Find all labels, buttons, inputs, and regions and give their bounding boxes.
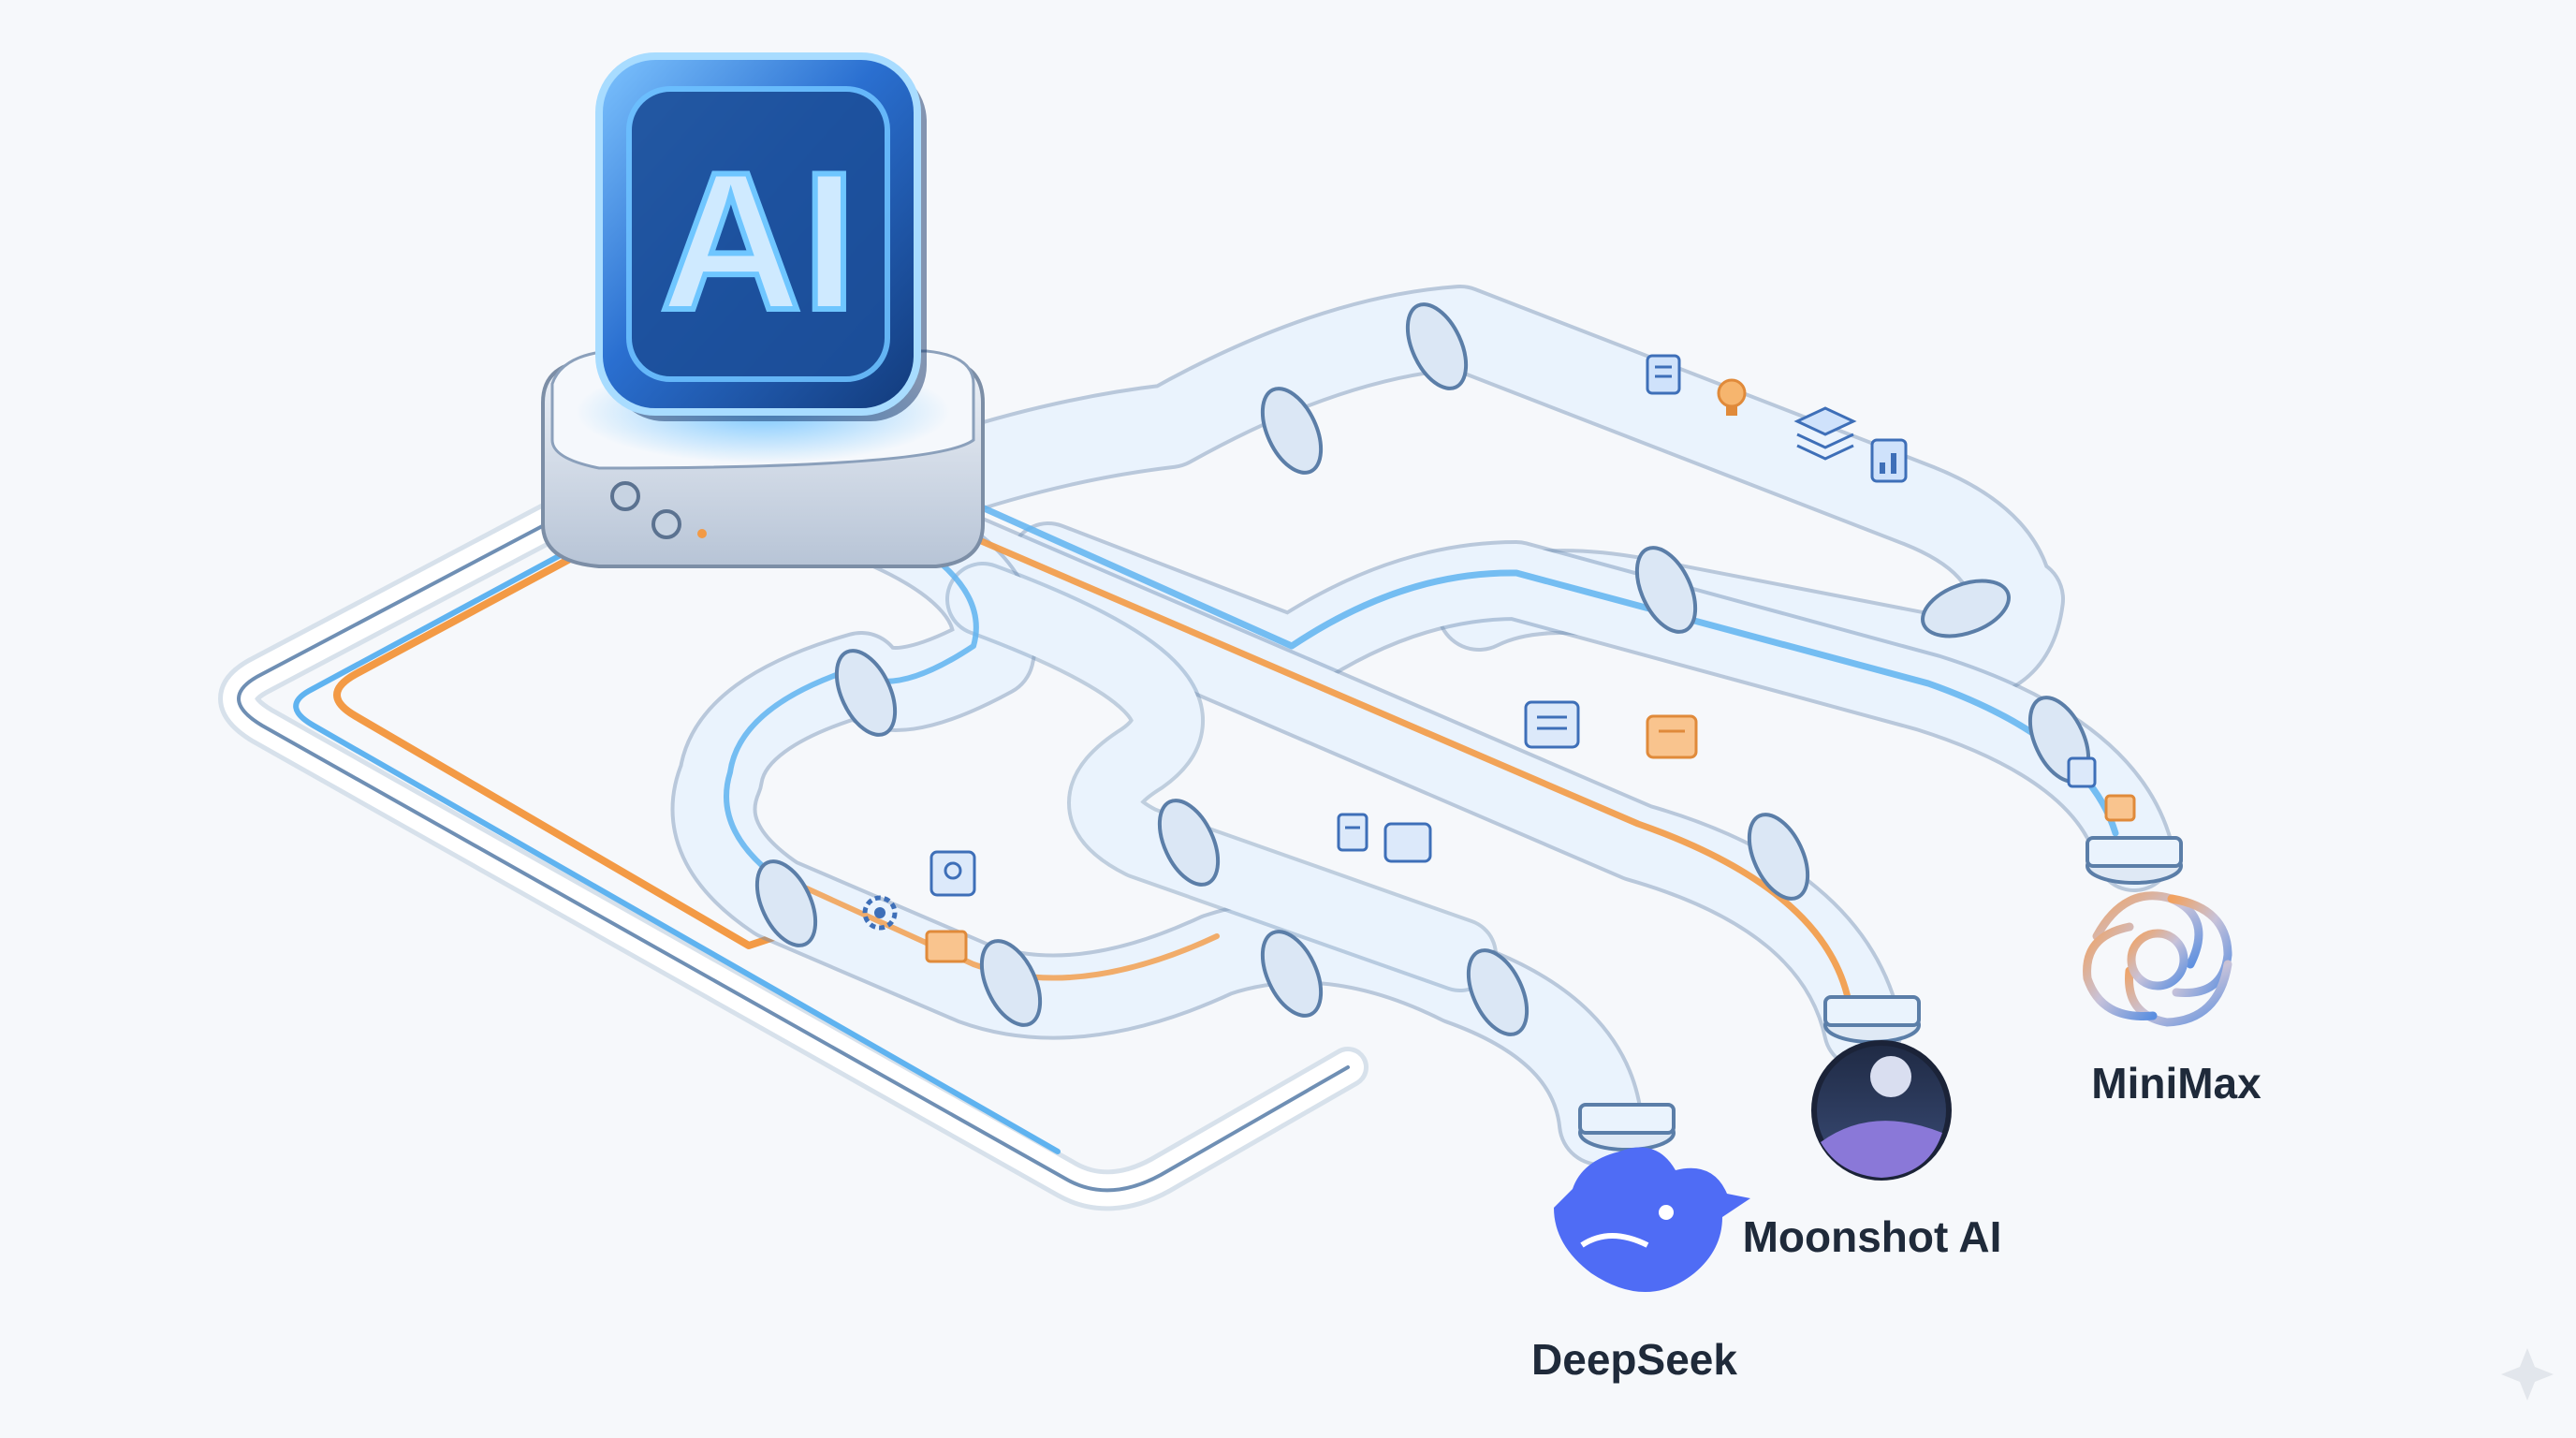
provider-deepseek: DeepSeek [1531, 1147, 1750, 1384]
provider-name: MiniMax [2091, 1059, 2261, 1108]
sparkle-icon [2501, 1348, 2554, 1401]
wire-loop [218, 476, 1368, 1211]
ai-hub: AI [541, 52, 985, 568]
message-orange-icon-2 [2104, 794, 2136, 822]
chart-document-icon [1870, 438, 1908, 483]
document-icon-2 [1337, 813, 1368, 852]
layers-icon [1793, 406, 1857, 461]
chat-bubble-orange-icon [1646, 714, 1698, 759]
gear-icon [862, 895, 898, 931]
pipe-network [670, 285, 2174, 1167]
chat-bubble-icon-2 [1383, 822, 1432, 863]
minimax-knot-icon [2083, 891, 2232, 1027]
provider-moonshot: Moonshot AI [1743, 1040, 2002, 1261]
document-icon [1646, 354, 1681, 395]
data-packets [862, 354, 2136, 963]
message-orange-icon [925, 930, 968, 963]
moonshot-moon-icon [1811, 1040, 1952, 1181]
idea-bubble-icon [929, 850, 976, 897]
ai-tile: AI [595, 52, 927, 421]
hub-label: AI [660, 131, 856, 351]
pipe-outlets [1578, 836, 2183, 1152]
provider-minimax: MiniMax [2083, 891, 2261, 1108]
provider-name: DeepSeek [1531, 1335, 1737, 1384]
provider-name: Moonshot AI [1743, 1212, 2002, 1261]
chat-bubble-icon [1524, 700, 1580, 749]
lightbulb-icon [1717, 378, 1747, 416]
document-icon-3 [2067, 756, 2097, 788]
deepseek-whale-icon [1554, 1147, 1750, 1292]
